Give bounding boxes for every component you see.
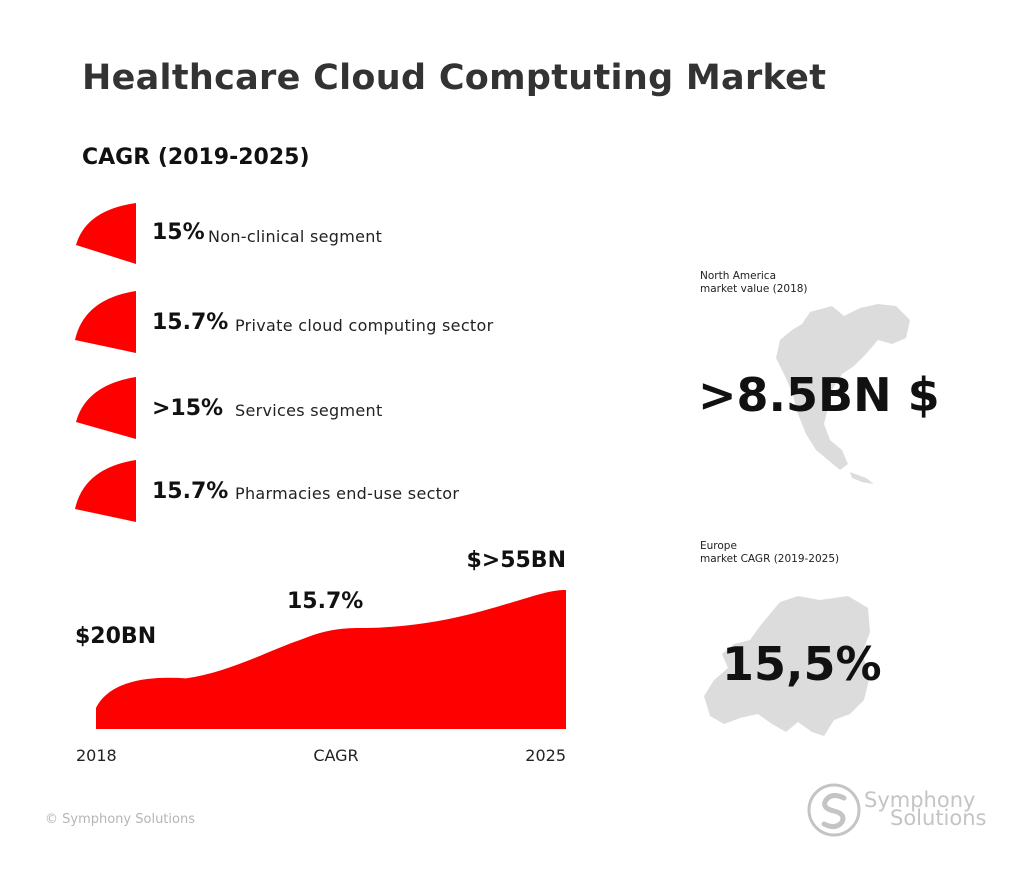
segment-row: >15% Services segment [74, 375, 634, 441]
logo-line-2: Solutions [890, 806, 987, 830]
segment-value: 15% [152, 220, 205, 245]
wedge-icon [76, 203, 136, 264]
north-america-label: North America market value (2018) [700, 270, 808, 296]
end-value-label: $>55BN [466, 548, 566, 573]
segment-label: Non-clinical segment [208, 227, 383, 246]
region-metric: market CAGR (2019-2025) [700, 553, 840, 565]
region-metric: market value (2018) [700, 283, 808, 295]
segment-label: Services segment [235, 401, 383, 420]
region-name: Europe [700, 540, 737, 552]
start-value-label: $20BN [75, 624, 156, 649]
copyright-text: © Symphony Solutions [45, 812, 195, 827]
company-logo: Symphony Solutions [806, 778, 996, 842]
market-growth-chart: $20BN 15.7% $>55BN 2018 CAGR 2025 [75, 548, 566, 765]
page-title: Healthcare Cloud Comptuting Market [82, 58, 827, 98]
x-tick-label: 2018 [76, 746, 117, 765]
cagr-heading: CAGR (2019-2025) [82, 145, 310, 170]
wedge-icon [76, 377, 136, 439]
wedge-icon [75, 291, 136, 353]
market-area [96, 590, 566, 729]
logo-line-1: Symphony [864, 788, 976, 812]
x-tick-label: 2025 [525, 746, 566, 765]
segment-label: Pharmacies end-use sector [235, 484, 460, 503]
europe-map-icon [704, 596, 870, 736]
region-name: North America [700, 270, 777, 282]
segment-value: >15% [152, 396, 224, 421]
europe-value: 15,5% [722, 637, 882, 691]
segment-row: 15.7% Pharmacies end-use sector [74, 458, 634, 524]
x-tick-label: CAGR [313, 746, 358, 765]
cagr-value-label: 15.7% [287, 589, 363, 614]
segment-value: 15.7% [152, 479, 229, 504]
segment-value: 15.7% [152, 310, 229, 335]
segment-row: 15% Non-clinical segment [74, 200, 634, 266]
europe-label: Europe market CAGR (2019-2025) [700, 540, 839, 566]
wedge-icon [75, 460, 136, 522]
north-america-map-icon [776, 304, 910, 484]
north-america-value: >8.5BN $ [698, 368, 940, 422]
symphony-logo-icon [807, 783, 861, 837]
segment-label: Private cloud computing sector [235, 316, 494, 335]
segment-row: 15.7% Private cloud computing sector [74, 289, 634, 355]
